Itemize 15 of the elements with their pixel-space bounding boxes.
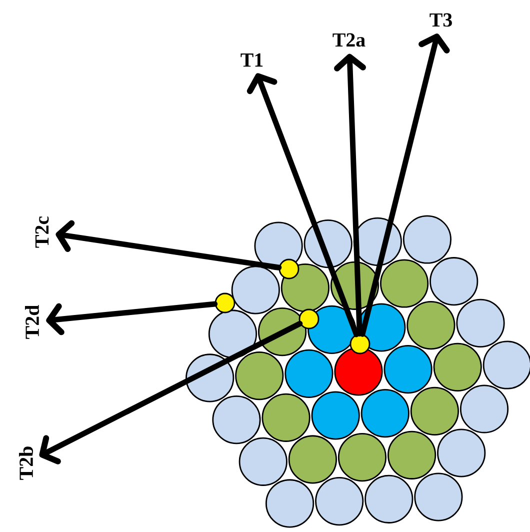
arrow bbox=[39, 320, 303, 464]
arrow bbox=[334, 54, 366, 337]
label: T2a bbox=[332, 33, 366, 47]
label: T2d bbox=[25, 305, 39, 339]
point-marker bbox=[298, 308, 320, 330]
arrow bbox=[360, 34, 450, 337]
arrow bbox=[46, 301, 218, 336]
point-marker bbox=[214, 292, 236, 314]
label: T3 bbox=[430, 13, 452, 27]
arrow bbox=[246, 73, 360, 338]
point-marker bbox=[278, 258, 300, 280]
label: T2b bbox=[19, 446, 33, 480]
label: T2c bbox=[35, 216, 49, 248]
label: T1 bbox=[240, 53, 263, 67]
point-marker bbox=[350, 334, 370, 354]
